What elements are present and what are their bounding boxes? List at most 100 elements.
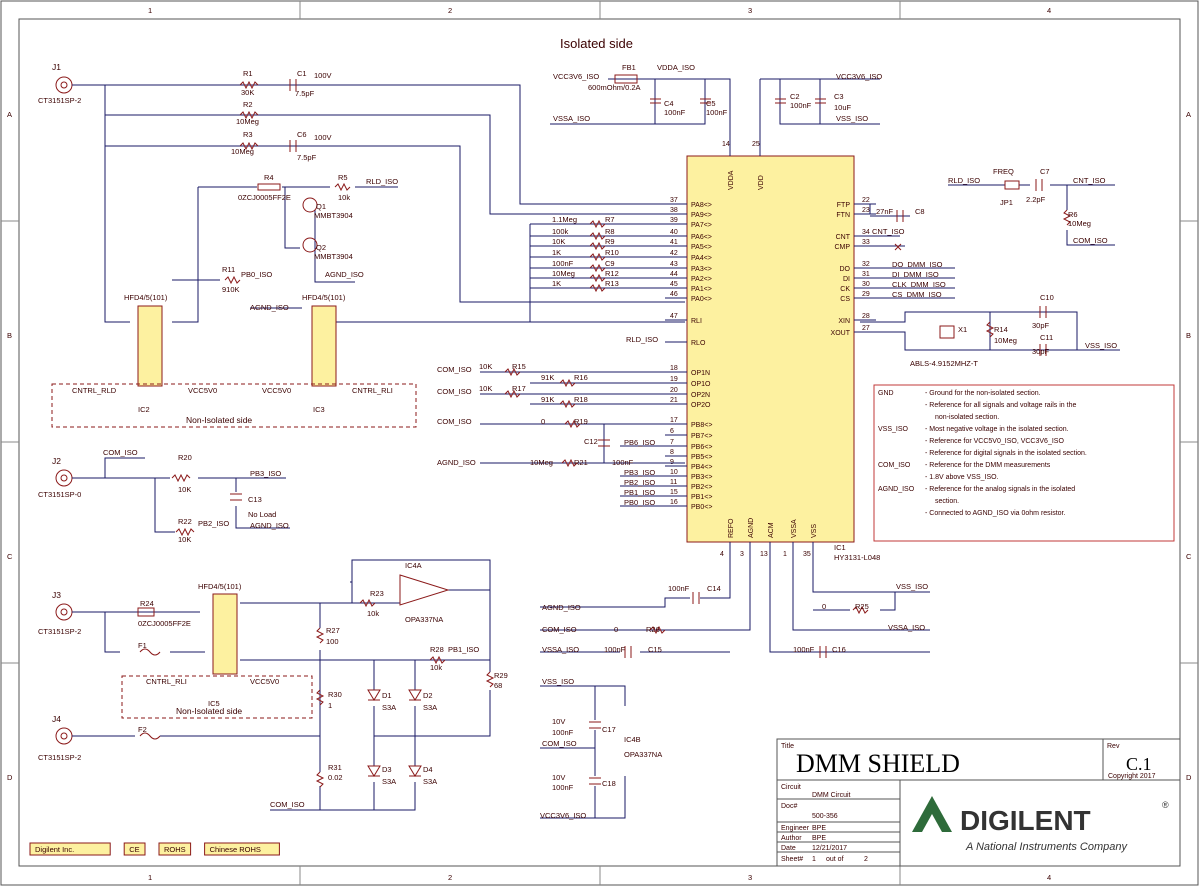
svg-text:HFD4/5(101): HFD4/5(101) bbox=[198, 582, 242, 591]
c1-ref: C1 bbox=[297, 69, 307, 78]
bank-value: 1.1Meg bbox=[552, 215, 577, 224]
ic1-pin-name: PB2<> bbox=[691, 484, 712, 491]
svg-text:CT3151SP-2: CT3151SP-2 bbox=[38, 96, 81, 105]
c11-ref: C11 bbox=[1040, 333, 1053, 342]
net-agnd: AGND_ISO bbox=[542, 603, 581, 612]
r17-val: 10K bbox=[479, 384, 492, 393]
net-ctrl-rld: CNTRL_RLD bbox=[72, 386, 117, 395]
j2-wires bbox=[72, 457, 290, 533]
date-label: Date bbox=[781, 845, 796, 852]
logo-reg: ® bbox=[1162, 800, 1169, 810]
ic1-pin-name: CK bbox=[840, 286, 850, 293]
digilent-logo: DIGILENT ® A National Instruments Compan… bbox=[912, 796, 1169, 853]
net-agnd: AGND_ISO bbox=[325, 270, 364, 279]
ic1-bottom-wires bbox=[540, 542, 930, 653]
ic1-pin-number: 43 bbox=[670, 261, 678, 268]
r15-val: 10K bbox=[479, 362, 492, 371]
c12-val: 100nF bbox=[612, 458, 634, 467]
bank-ref: R13 bbox=[605, 279, 619, 288]
col-label: 4 bbox=[1047, 873, 1051, 882]
footer-tag bbox=[158, 842, 192, 856]
ic1-pin-number: 19 bbox=[670, 376, 678, 383]
note-text: - Connected to AGND_ISO via 0ohm resisto… bbox=[925, 510, 1066, 517]
ic1-body bbox=[686, 155, 855, 543]
r6-val: 10Meg bbox=[1068, 219, 1091, 228]
r11-val: 910K bbox=[222, 285, 240, 294]
engineer: BPE bbox=[812, 825, 826, 832]
note-net: COM_ISO bbox=[878, 462, 911, 469]
r3-ref: R3 bbox=[243, 130, 253, 139]
ic1-pin-name: PA1<> bbox=[691, 286, 712, 293]
r14-val: 10Meg bbox=[994, 336, 1017, 345]
r16-ref: R16 bbox=[574, 373, 588, 382]
ic1-pin-number: 16 bbox=[670, 499, 678, 506]
svg-text:CT3151SP-2: CT3151SP-2 bbox=[38, 753, 81, 762]
net-vss: VSS_ISO bbox=[896, 582, 928, 591]
net-vss: VSS_ISO bbox=[836, 114, 868, 123]
note-text: - Reference for the DMM measurements bbox=[925, 462, 1051, 469]
c6-val2: 7.5pF bbox=[297, 153, 317, 162]
engineer-label: Engineer bbox=[781, 825, 810, 832]
ic1-pin-number: 10 bbox=[670, 469, 678, 476]
freq-label: FREQ bbox=[993, 167, 1014, 176]
ic1-pin-name: CMP bbox=[834, 244, 850, 251]
svg-text:CT3151SP-2: CT3151SP-2 bbox=[38, 627, 81, 636]
r21-val: 10Meg bbox=[530, 458, 553, 467]
r30-ref: R30 bbox=[328, 690, 342, 699]
relay-ic3: HFD4/5(101) IC3 bbox=[302, 293, 346, 414]
c18-volt: 10V bbox=[552, 773, 565, 782]
bank-resistor bbox=[589, 283, 606, 293]
ic1-pin-name: FTN bbox=[836, 212, 850, 219]
net-vcc5: VCC5V0 bbox=[188, 386, 217, 395]
ic1-pin-number: 15 bbox=[670, 489, 678, 496]
bank-resistor bbox=[589, 231, 606, 241]
rev-label: Rev bbox=[1107, 743, 1120, 750]
bank-ref: R9 bbox=[605, 237, 615, 246]
net-cnt: CNT_ISO bbox=[1073, 176, 1106, 185]
doc-title: DMM SHIELD bbox=[796, 749, 960, 778]
c1-val2: 7.5pF bbox=[295, 89, 315, 98]
r1-val: 30K bbox=[241, 88, 254, 97]
r28-ref: R28 bbox=[430, 645, 444, 654]
d1-val: S3A bbox=[382, 703, 396, 712]
footer-tag-text: CE bbox=[129, 845, 139, 854]
col-label: 3 bbox=[748, 873, 752, 882]
ic1-pin-number: 17 bbox=[670, 417, 678, 424]
ic1-pin-number: 37 bbox=[670, 197, 678, 204]
ic1-pin-name: VSS bbox=[811, 524, 818, 538]
c11-val: 30pF bbox=[1032, 347, 1050, 356]
bank-ref: R10 bbox=[605, 248, 619, 257]
q1-ref: Q1 bbox=[316, 202, 326, 211]
bank-ref: R12 bbox=[605, 269, 619, 278]
note-net: VSS_ISO bbox=[878, 426, 909, 433]
svg-text:IC5: IC5 bbox=[208, 699, 220, 708]
c10-val: 30pF bbox=[1032, 321, 1050, 330]
author: BPE bbox=[812, 835, 826, 842]
pb-net-label: PB0_ISO bbox=[624, 498, 655, 507]
bank-ref: R7 bbox=[605, 215, 615, 224]
ic1-pin-name: VDD bbox=[758, 175, 765, 190]
ic1-pin-name: OP2O bbox=[691, 402, 711, 409]
spi-net-label: CS_DMM_ISO bbox=[892, 290, 942, 299]
title-block bbox=[776, 738, 1181, 867]
d3-ref: D3 bbox=[382, 765, 392, 774]
ic1-pin-name: PA7<> bbox=[691, 222, 712, 229]
ic1-pin-number: 30 bbox=[862, 281, 870, 288]
c17-val: 100nF bbox=[552, 728, 574, 737]
r23-val: 10k bbox=[367, 609, 379, 618]
note-text: - Ground for the non-isolated section. bbox=[925, 390, 1041, 397]
net-agnd: AGND_ISO bbox=[250, 303, 289, 312]
x1-ref: X1 bbox=[958, 325, 967, 334]
ic1-pin-name: PA5<> bbox=[691, 244, 712, 251]
r24-ref: R24 bbox=[140, 599, 154, 608]
c17-ref: C17 bbox=[602, 725, 616, 734]
footer-tag-text: Digilent Inc. bbox=[35, 845, 74, 854]
row-label: A bbox=[7, 110, 12, 119]
date: 12/21/2017 bbox=[812, 845, 847, 852]
ic1-pin-number: 34 bbox=[862, 229, 870, 236]
opamp-res bbox=[504, 367, 610, 468]
ic1-pin-number: 31 bbox=[862, 271, 870, 278]
r25-ref: R25 bbox=[855, 602, 869, 611]
ic1-pin-name: REFO bbox=[728, 518, 735, 538]
net-com: COM_ISO bbox=[270, 800, 305, 809]
